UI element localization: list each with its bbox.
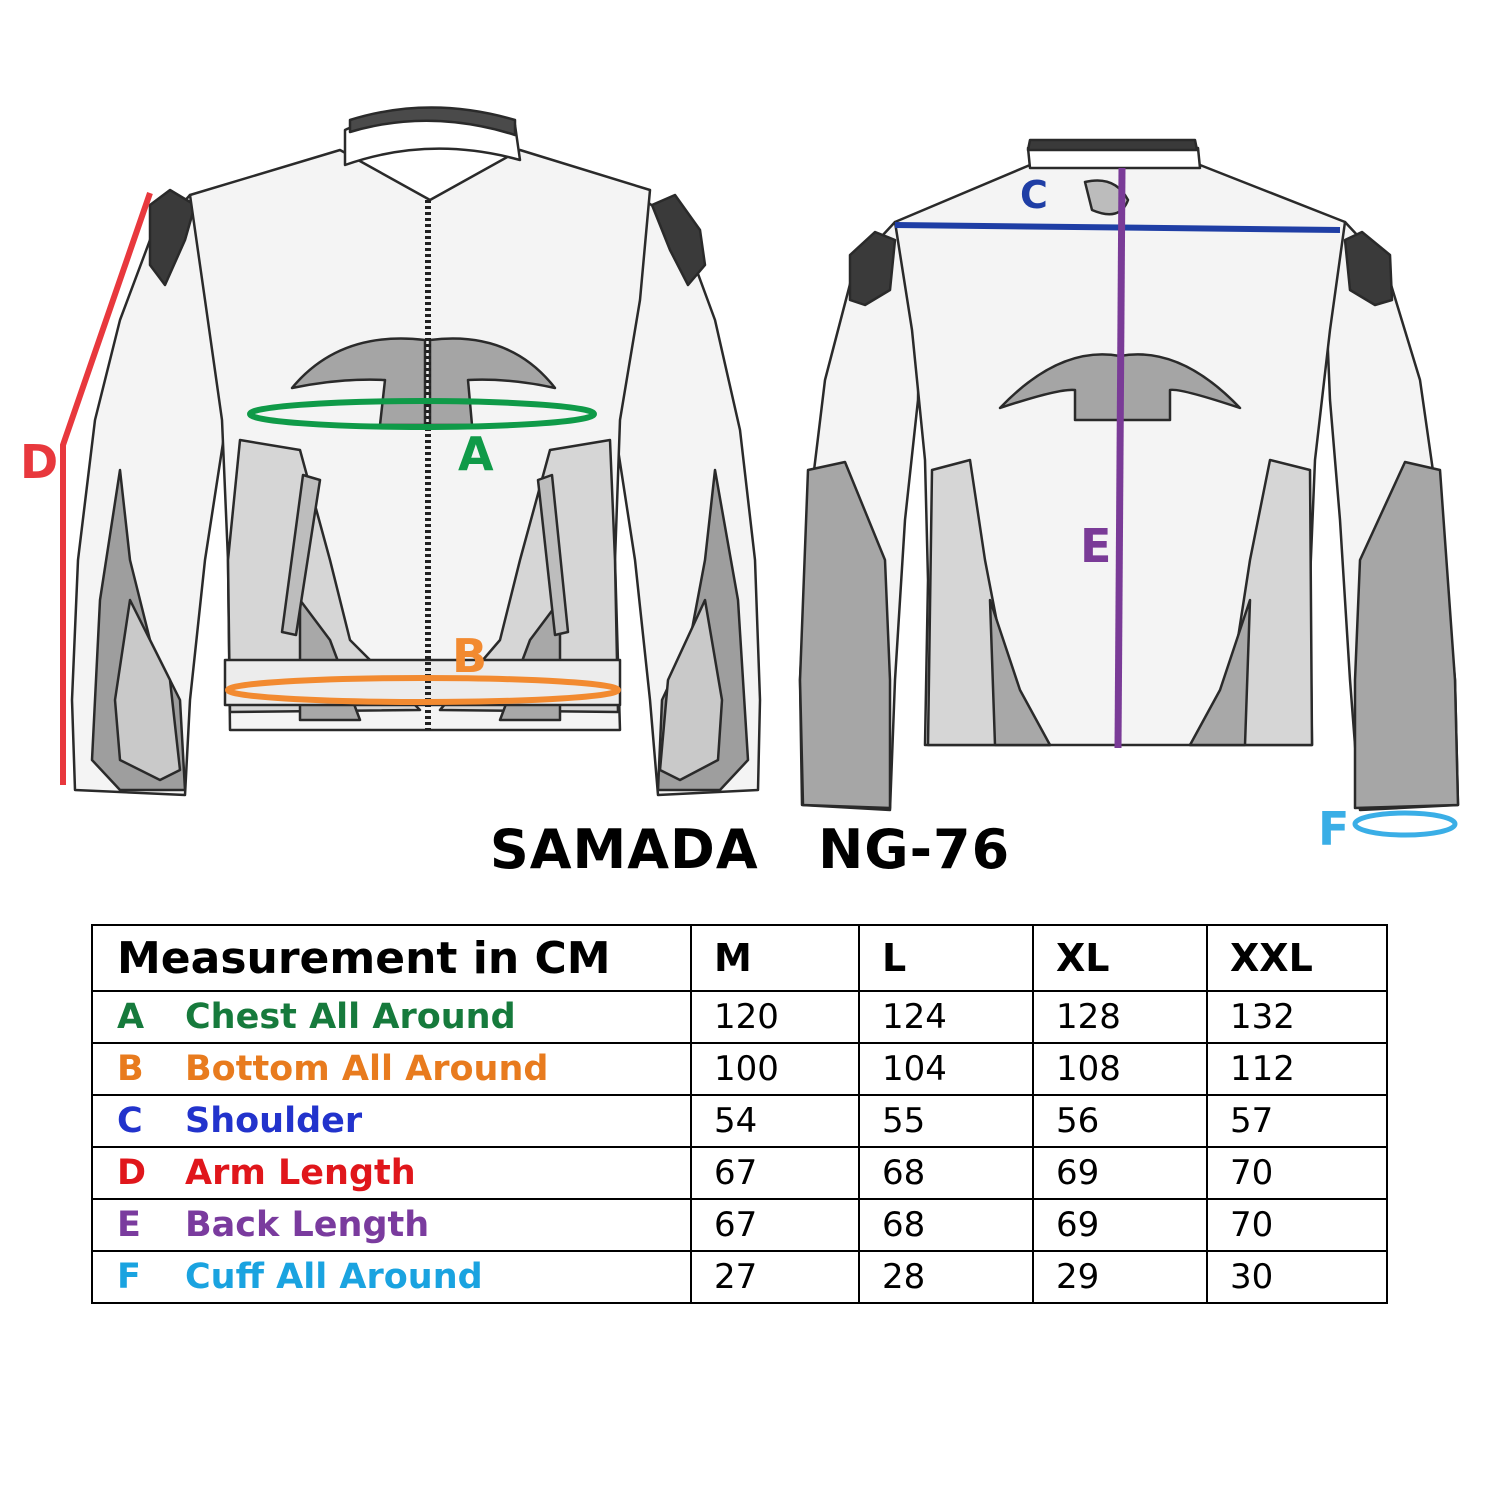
measurement-value: 108 bbox=[1032, 1042, 1208, 1096]
model-title: SAMADA NG-76 bbox=[489, 818, 1011, 881]
measurement-value: 124 bbox=[858, 990, 1034, 1044]
measurement-name: Back Length bbox=[185, 1205, 430, 1245]
jacket-diagram: A B C D E F bbox=[20, 106, 1460, 856]
measurement-value: 27 bbox=[690, 1250, 860, 1304]
measurement-value: 67 bbox=[690, 1146, 860, 1200]
measurement-value: 132 bbox=[1206, 990, 1388, 1044]
size-header: M bbox=[690, 924, 860, 992]
size-chart-table: Measurement in CM M L XL XXL A Chest All … bbox=[91, 924, 1388, 1304]
measurement-name: Cuff All Around bbox=[185, 1257, 483, 1297]
measurement-header: Measurement in CM bbox=[91, 924, 692, 992]
measurement-value: 70 bbox=[1206, 1146, 1388, 1200]
measurement-letter: E bbox=[117, 1205, 141, 1245]
measurement-label: F Cuff All Around bbox=[91, 1250, 692, 1304]
measurement-label: D Arm Length bbox=[91, 1146, 692, 1200]
marker-letter-c: C bbox=[1020, 173, 1048, 217]
measurement-label: B Bottom All Around bbox=[91, 1042, 692, 1096]
measurement-value: 69 bbox=[1032, 1198, 1208, 1252]
size-header: XL bbox=[1032, 924, 1208, 992]
measurement-letter: D bbox=[117, 1153, 147, 1193]
measurement-label: E Back Length bbox=[91, 1198, 692, 1252]
measurement-value: 28 bbox=[858, 1250, 1034, 1304]
measurement-value: 104 bbox=[858, 1042, 1034, 1096]
measurement-label: C Shoulder bbox=[91, 1094, 692, 1148]
measurement-letter: A bbox=[117, 997, 145, 1037]
measurement-value: 55 bbox=[858, 1094, 1034, 1148]
measurement-value: 128 bbox=[1032, 990, 1208, 1044]
shoulder-measure-line bbox=[894, 222, 1341, 233]
cuff-measure-ellipse bbox=[1352, 810, 1458, 838]
measurement-value: 56 bbox=[1032, 1094, 1208, 1148]
size-header: XXL bbox=[1206, 924, 1388, 992]
measurement-value: 30 bbox=[1206, 1250, 1388, 1304]
measurement-value: 54 bbox=[690, 1094, 860, 1148]
measurement-letter: F bbox=[117, 1257, 141, 1297]
jacket-back bbox=[798, 138, 1460, 812]
measurement-value: 67 bbox=[690, 1198, 860, 1252]
marker-letter-a: A bbox=[458, 427, 494, 481]
back-measure-line bbox=[1114, 167, 1126, 749]
measurement-value: 120 bbox=[690, 990, 860, 1044]
size-header: L bbox=[858, 924, 1034, 992]
jacket-front bbox=[70, 106, 762, 797]
bottom-measure-ellipse bbox=[225, 675, 621, 705]
measurement-value: 112 bbox=[1206, 1042, 1388, 1096]
measurement-name: Bottom All Around bbox=[185, 1049, 549, 1089]
measurement-label: A Chest All Around bbox=[91, 990, 692, 1044]
size-header-row: Measurement in CM M L XL XXL bbox=[91, 924, 1388, 992]
measurement-name: Arm Length bbox=[185, 1153, 416, 1193]
measurement-letter: C bbox=[117, 1101, 143, 1141]
arm-measure-line bbox=[60, 192, 153, 785]
measurement-name: Chest All Around bbox=[185, 997, 516, 1037]
measurement-value: 29 bbox=[1032, 1250, 1208, 1304]
marker-letter-e: E bbox=[1080, 519, 1111, 573]
measurement-value: 57 bbox=[1206, 1094, 1388, 1148]
measurement-value: 100 bbox=[690, 1042, 860, 1096]
measurement-value: 69 bbox=[1032, 1146, 1208, 1200]
marker-letter-d: D bbox=[20, 435, 58, 489]
chest-measure-ellipse bbox=[247, 398, 597, 430]
marker-letter-f: F bbox=[1318, 802, 1349, 856]
measurement-value: 70 bbox=[1206, 1198, 1388, 1252]
measurement-value: 68 bbox=[858, 1198, 1034, 1252]
marker-letter-b: B bbox=[452, 629, 487, 683]
measurement-letter: B bbox=[117, 1049, 144, 1089]
measurement-value: 68 bbox=[858, 1146, 1034, 1200]
measurement-name: Shoulder bbox=[185, 1101, 363, 1141]
